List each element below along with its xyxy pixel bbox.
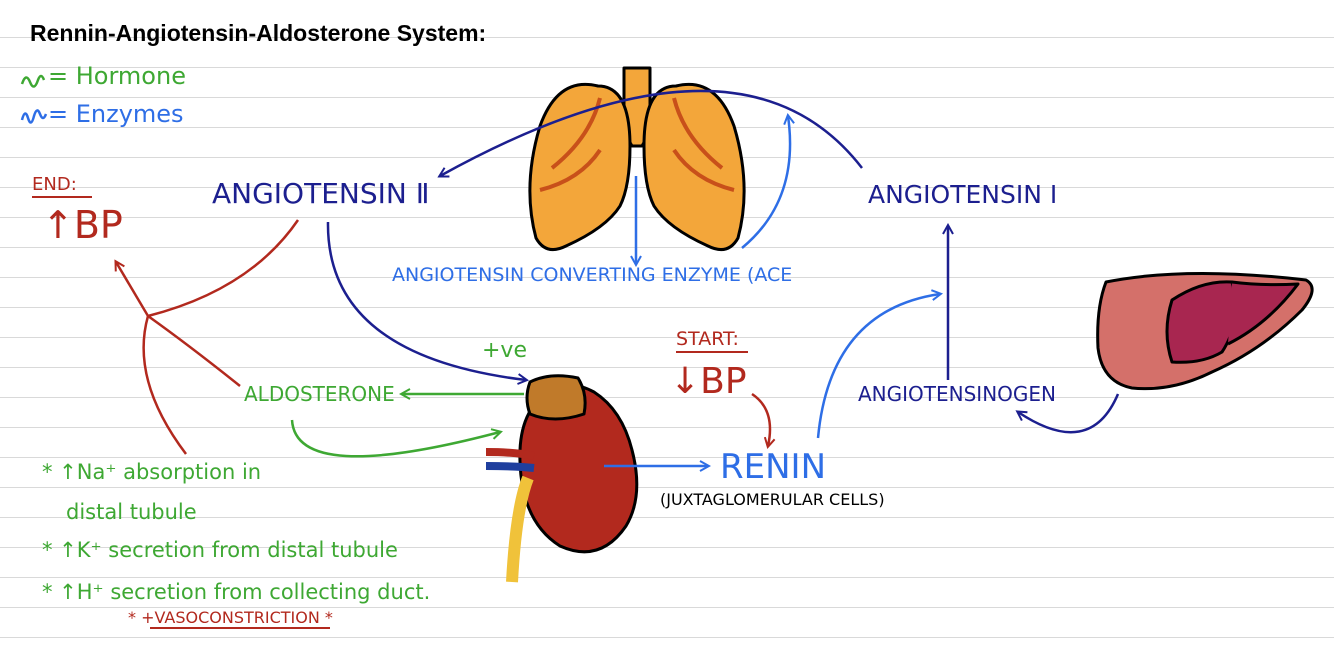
kidney-icon (485, 374, 639, 583)
hormone-legend: = Hormone (48, 62, 186, 90)
effect-potassium: * ↑K⁺ secretion from distal tubule (42, 538, 398, 562)
enzyme-swatch (20, 109, 48, 124)
liver-icon (1096, 271, 1314, 391)
ace-label: ANGIOTENSIN CONVERTING ENZYME (ACE (392, 264, 793, 286)
effect-hydrogen: * ↑H⁺ secretion from collecting duct. (42, 580, 431, 604)
hormone-swatch (20, 74, 46, 88)
arrow-aldosterone-to-bp (147, 314, 241, 387)
arrow-liver-to-angiotensinogen (1018, 393, 1120, 434)
arrow-angI-to-angII (440, 89, 863, 176)
arrow-effects-to-bp (142, 315, 187, 455)
lungs-icon (528, 66, 746, 252)
arrow-angII-to-bp (147, 219, 300, 318)
end-label: END: (32, 174, 77, 195)
angiotensin-i-label: ANGIOTENSIN Ⅰ (868, 180, 1058, 209)
start-bp: ↓BP (670, 361, 747, 402)
effect-sodium-cont: distal tubule (66, 500, 197, 524)
renin-label: RENIN (720, 447, 827, 487)
juxtaglomerular-label: (JUXTAGLOMERULAR CELLS) (660, 490, 885, 509)
arrow-ace-to-lungs (741, 116, 790, 249)
arrow-lowbp-to-renin (751, 392, 770, 446)
arrow-branch-to-end (116, 262, 150, 317)
aldosterone-label: ALDOSTERONE (244, 382, 395, 406)
start-label: START: (676, 328, 739, 350)
positive-feedback-label: +ve (482, 338, 527, 363)
effect-sodium: * ↑Na⁺ absorption in (42, 460, 262, 484)
arrow-angII-to-kidney (326, 221, 526, 380)
arrow-aldosterone-to-kidney (290, 419, 500, 458)
arrow-renin-to-angI (816, 294, 940, 439)
end-bp: ↑BP (42, 203, 123, 247)
angiotensin-ii-label: ANGIOTENSIN Ⅱ (212, 177, 430, 210)
enzyme-legend: = Enzymes (48, 100, 184, 128)
vasoconstriction-label: * +VASOCONSTRICTION * (128, 608, 333, 627)
page-title: Rennin-Angiotensin-Aldosterone System: (30, 20, 487, 46)
angiotensinogen-label: ANGIOTENSINOGEN (858, 382, 1056, 406)
